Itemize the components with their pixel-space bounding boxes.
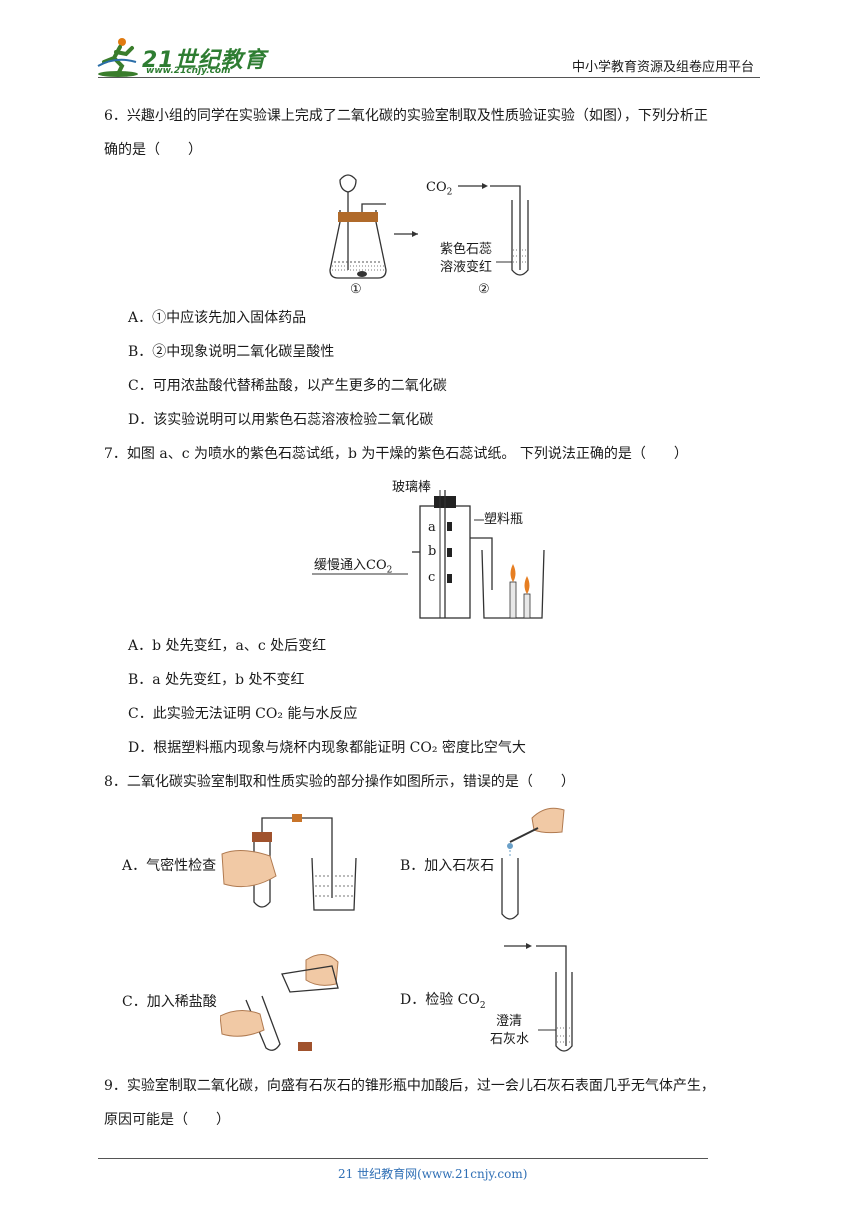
q7-fig-rod: 玻璃棒 [392,480,432,495]
logo-main-text: 21世纪教育 [142,48,267,73]
site-logo [96,36,266,78]
q6-option-b: B．②中现象说明二氧化碳呈酸性 [128,344,335,360]
q6-option-a: A．①中应该先加入固体药品 [128,310,307,326]
q6-stem-line1: 6．兴趣小组的同学在实验课上完成了二氧化碳的实验室制取及性质验证实验（如图），下… [104,108,708,124]
q6-fig-label1: 紫色石蕊 [440,242,493,257]
q7-fig-c: c [428,570,436,585]
q8-figure-b [484,800,584,926]
q8-figure-c [219,944,360,1058]
q7-figure: 玻璃棒 塑料瓶 缓慢通入CO2 a b c [312,476,552,622]
q8-stem: 8．二氧化碳实验室制取和性质实验的部分操作如图所示，错误的是（ ） [104,774,575,790]
q7-option-d: D．根据塑料瓶内现象与烧杯内现象都能证明 CO₂ 密度比空气大 [128,740,526,756]
footer-divider [98,1158,708,1159]
q6-fig-label2: 溶液变红 [440,260,493,275]
q7-fig-bottle: 塑料瓶 [484,512,524,527]
q7-option-b: B．a 处先变红，b 处不变红 [128,672,305,688]
q7-fig-a: a [428,520,436,535]
q7-fig-inlet: 缓慢通入CO2 [314,558,393,576]
site-slogan: 中小学教育资源及组卷应用平台 [572,60,755,75]
q8-option-c: C．加入稀盐酸 [122,994,217,1010]
footer-link[interactable]: 21 世纪教育网(www.21cnjy.com) [338,1167,528,1181]
q6-stem-line2: 确的是（ ） [104,142,202,158]
q8-option-d: D．检验 CO2 [400,992,486,1011]
header-divider [98,77,760,78]
q8-figure-a [220,806,370,916]
q6-fig-num2: ② [478,282,490,297]
q9-stem-line1: 9．实验室制取二氧化碳，向盛有石灰石的锥形瓶中加酸后，过一会儿石灰石表面几乎无气… [104,1078,715,1094]
q6-fig-co2: CO2 [426,180,453,198]
q6-option-c: C．可用浓盐酸代替稀盐酸，以产生更多的二氧化碳 [128,378,447,394]
q7-fig-b: b [428,544,437,559]
q7-option-a: A．b 处先变红，a、c 处后变红 [128,638,327,654]
q8-option-a: A．气密性检查 [122,858,217,874]
q8-fig-d-label2: 石灰水 [490,1032,530,1047]
q9-stem-line2: 原因可能是（ ） [104,1112,230,1128]
q8-figure-d: 澄清 石灰水 [490,936,590,1060]
q7-stem: 7．如图 a、c 为喷水的紫色石蕊试纸，b 为干燥的紫色石蕊试纸。 下列说法正确… [104,446,688,462]
running-figure-icon [97,38,138,77]
logo-sub-text: www.21cnjy.com [146,66,231,76]
q7-option-c: C．此实验无法证明 CO₂ 能与水反应 [128,706,358,722]
q6-option-d: D．该实验说明可以用紫色石蕊溶液检验二氧化碳 [128,412,434,428]
q6-figure: CO2 紫色石蕊 溶液变红 ① ② [326,166,556,300]
q6-fig-num1: ① [350,282,362,297]
q8-option-b: B．加入石灰石 [400,858,495,874]
q8-fig-d-label1: 澄清 [496,1014,523,1029]
